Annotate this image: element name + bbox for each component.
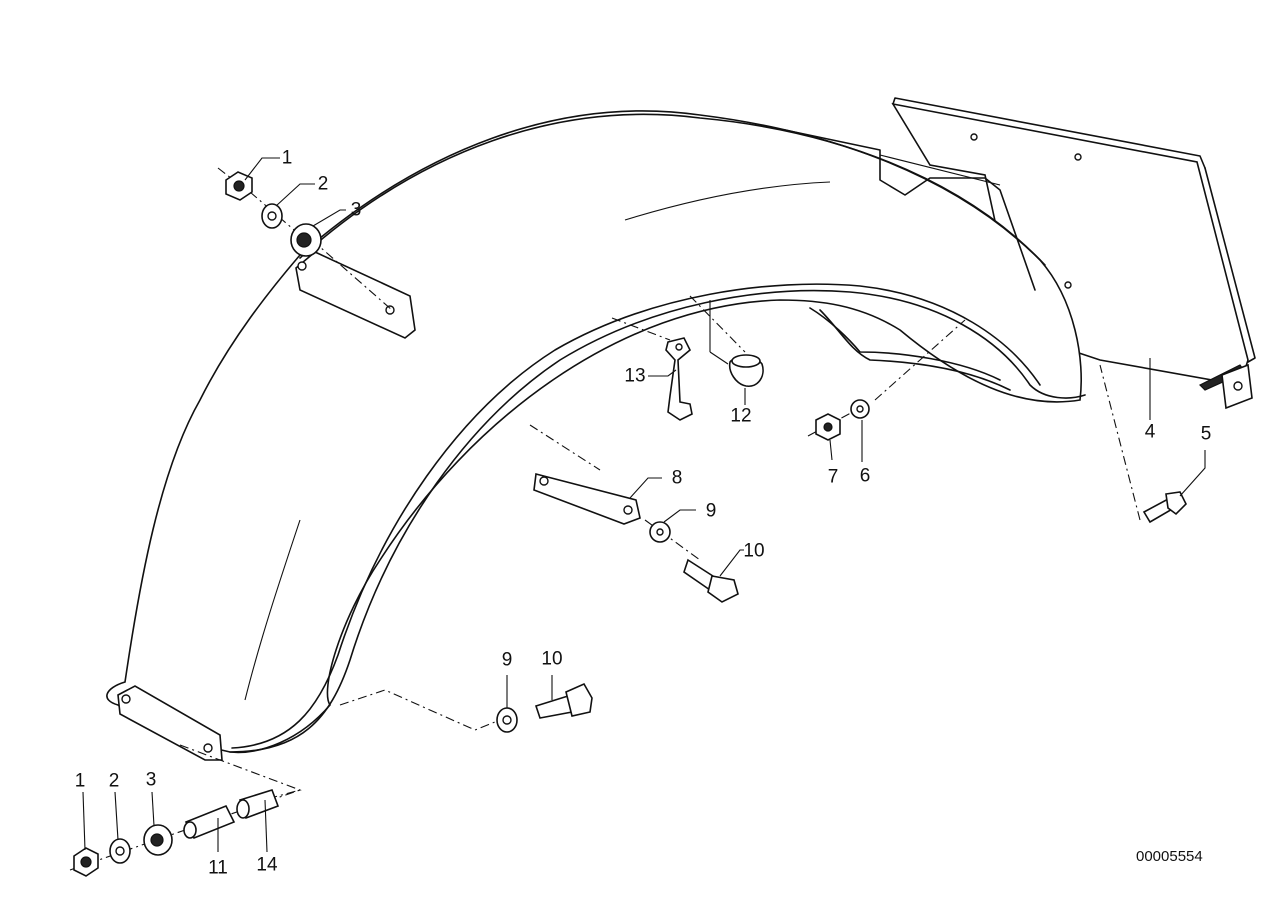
callout-label: 7	[827, 466, 839, 488]
diagram-reference-number: 00005554	[1136, 848, 1203, 865]
callout-label: 10	[541, 648, 563, 670]
callout-label: 12	[730, 405, 752, 427]
callout-label: 10	[743, 540, 765, 562]
callout-label: 1	[74, 770, 86, 792]
bracket-part-13	[665, 337, 693, 421]
callout-label: 11	[208, 857, 228, 879]
hardware-parts	[73, 171, 1187, 877]
callout-label: 5	[1200, 423, 1212, 445]
license-plate	[879, 97, 1256, 410]
bolt-part-10-lower	[534, 694, 573, 719]
callout-label: 9	[705, 500, 717, 522]
callout-label: 3	[350, 199, 362, 221]
callout-label: 6	[859, 465, 871, 487]
callout-label: 8	[671, 467, 683, 489]
callout-label: 1	[281, 147, 293, 169]
strap-part-8	[533, 472, 641, 525]
callout-label: 4	[1144, 421, 1156, 443]
leader-lines	[82, 157, 1206, 853]
callout-label: 14	[256, 854, 278, 876]
callout-label: 2	[108, 770, 120, 792]
callout-label: 3	[145, 769, 157, 791]
callout-label: 2	[317, 173, 329, 195]
rear-fender	[106, 110, 1086, 761]
callout-label: 9	[501, 649, 513, 671]
callout-label: 13	[624, 365, 646, 387]
